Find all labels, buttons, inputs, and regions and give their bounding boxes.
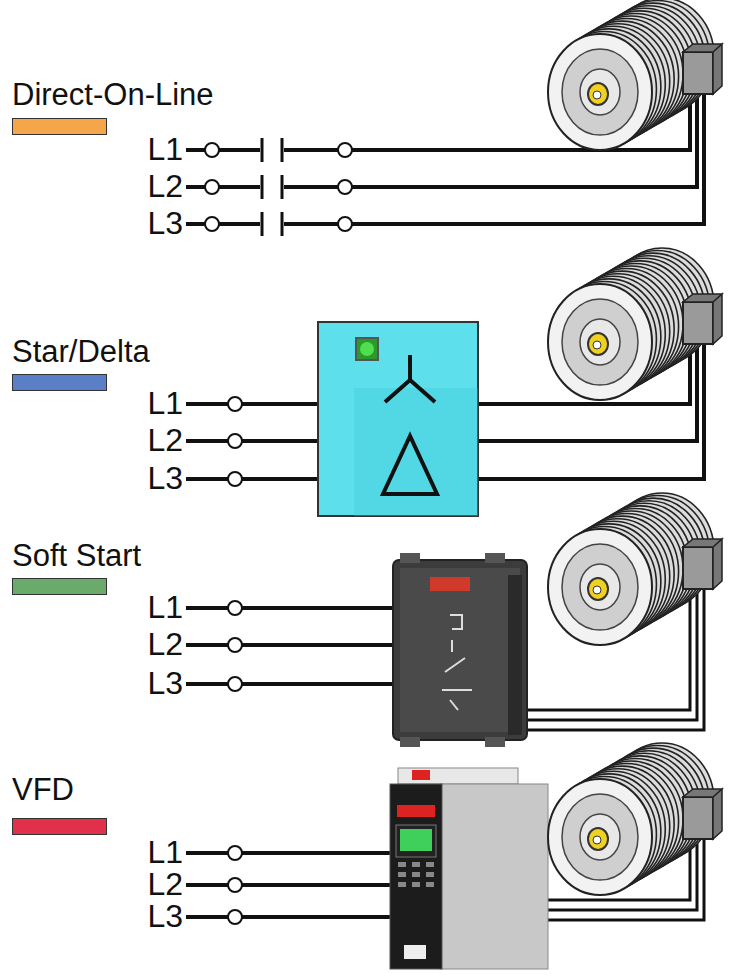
phase-label: L1: [147, 835, 183, 870]
phase-label: L3: [147, 899, 183, 934]
legend-swatch: [12, 578, 107, 595]
phase-label: L3: [147, 666, 183, 701]
motor: [548, 493, 722, 645]
section-heading: Star/Delta: [12, 335, 150, 369]
legend-swatch: [12, 118, 107, 135]
phase-label: L3: [147, 206, 183, 241]
section-heading: Direct-On-Line: [12, 78, 214, 112]
star-delta-starter: [318, 322, 478, 516]
motor: [548, 248, 722, 400]
phase-label: L1: [147, 132, 183, 167]
phase-label: L2: [147, 169, 183, 204]
phase-label: L3: [147, 461, 183, 496]
motor: [548, 743, 722, 895]
phase-label: L2: [147, 627, 183, 662]
vfd-drive: [390, 768, 548, 969]
motor-illustrations: [548, 0, 722, 895]
section-heading: VFD: [12, 773, 74, 807]
phase-label: L1: [147, 386, 183, 421]
motor: [548, 0, 722, 150]
soft-starter: [393, 553, 527, 747]
phase-label: L2: [147, 867, 183, 902]
section-heading: Soft Start: [12, 539, 141, 573]
legend-swatch: [12, 818, 107, 835]
phase-label: L2: [147, 423, 183, 458]
phase-label: L1: [147, 590, 183, 625]
legend-swatch: [12, 374, 107, 391]
